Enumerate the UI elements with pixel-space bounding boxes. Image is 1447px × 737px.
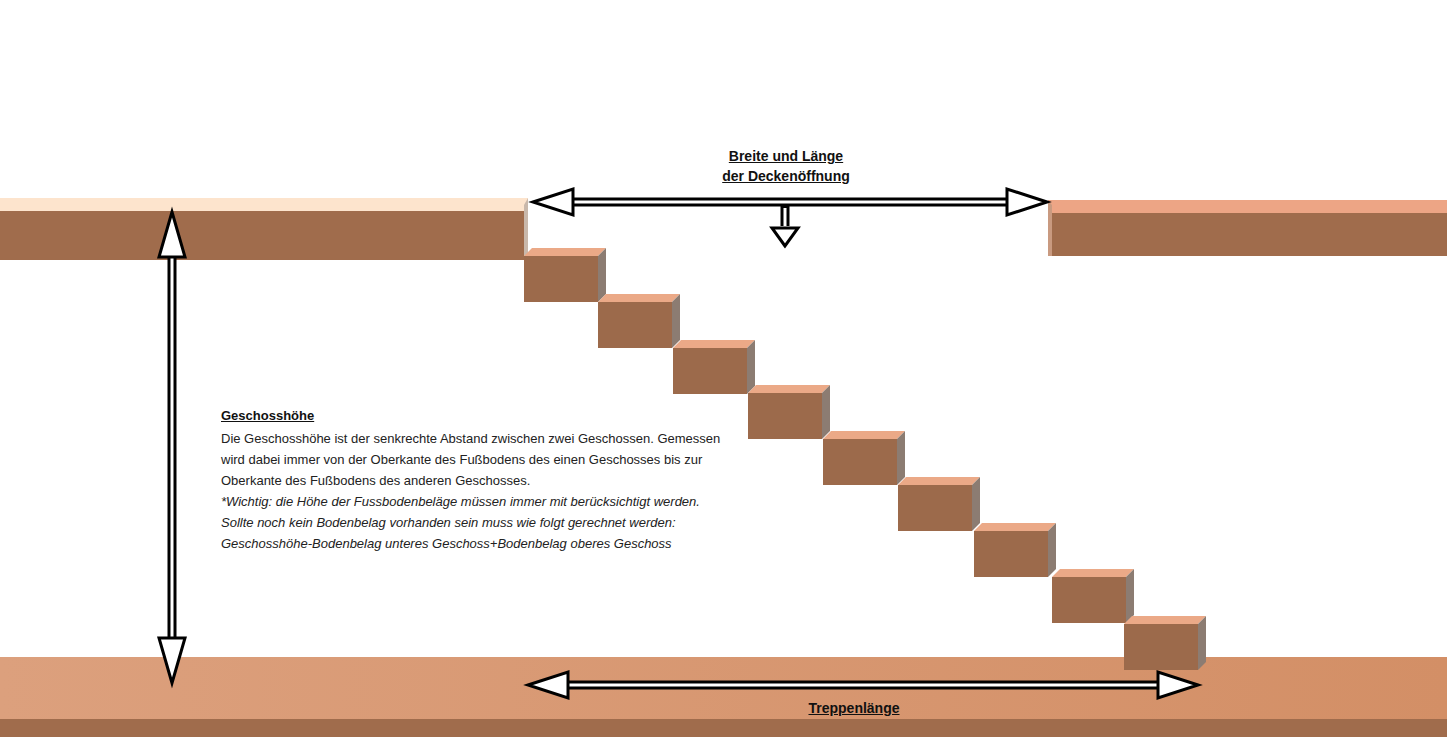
step-top [748, 385, 830, 393]
step-top [823, 431, 905, 439]
slab-edge [1048, 200, 1052, 256]
arrow-head [533, 189, 573, 215]
floor-base [0, 719, 1447, 737]
step-front [1052, 577, 1126, 623]
arrow-head [159, 212, 185, 257]
step-top [598, 294, 680, 302]
step-front [1124, 624, 1198, 670]
step-top [974, 523, 1056, 531]
step-front [598, 302, 672, 348]
slab-right [1048, 213, 1447, 256]
slab-top [0, 198, 528, 211]
dimension-arrows [159, 189, 1198, 698]
height-heading: Geschosshöhe [221, 406, 521, 426]
arrow-head [1007, 189, 1047, 215]
opening-label: Breite und Länge der Deckenöffnung [716, 146, 856, 186]
arrow-shaft [551, 201, 1029, 204]
height-note: *Wichtig: die Höhe der Fussbodenbeläge m… [221, 491, 721, 554]
step-side [897, 431, 905, 485]
step-front [823, 439, 897, 485]
step-front [524, 256, 598, 302]
step-top [673, 340, 755, 348]
step-side [598, 248, 606, 302]
step-front [898, 485, 972, 531]
arrow-head [1158, 672, 1198, 698]
arrow-shaft [546, 684, 1180, 687]
step-top [898, 477, 980, 485]
step-top [1052, 569, 1134, 577]
step-side [747, 340, 755, 394]
floor-slab [0, 657, 1447, 719]
step-top [524, 248, 606, 256]
step-side [972, 477, 980, 531]
arrow-head [159, 638, 185, 683]
step-side [672, 294, 680, 348]
slab-edge [524, 198, 528, 260]
step-side [1048, 523, 1056, 577]
height-description: Die Geschosshöhe ist der senkrechte Abst… [221, 428, 731, 491]
slab-top [1048, 200, 1447, 213]
step-side [822, 385, 830, 439]
step-front [748, 393, 822, 439]
arrow-shaft [784, 208, 787, 228]
step-side [1198, 616, 1206, 670]
arrow-head [772, 228, 798, 246]
arrow-head [528, 672, 568, 698]
length-label: Treppenlänge [754, 698, 954, 718]
step-front [974, 531, 1048, 577]
step-side [1126, 569, 1134, 623]
arrow-shaft [171, 230, 174, 665]
step-top [1124, 616, 1206, 624]
step-front [673, 348, 747, 394]
slab-left [0, 211, 528, 260]
